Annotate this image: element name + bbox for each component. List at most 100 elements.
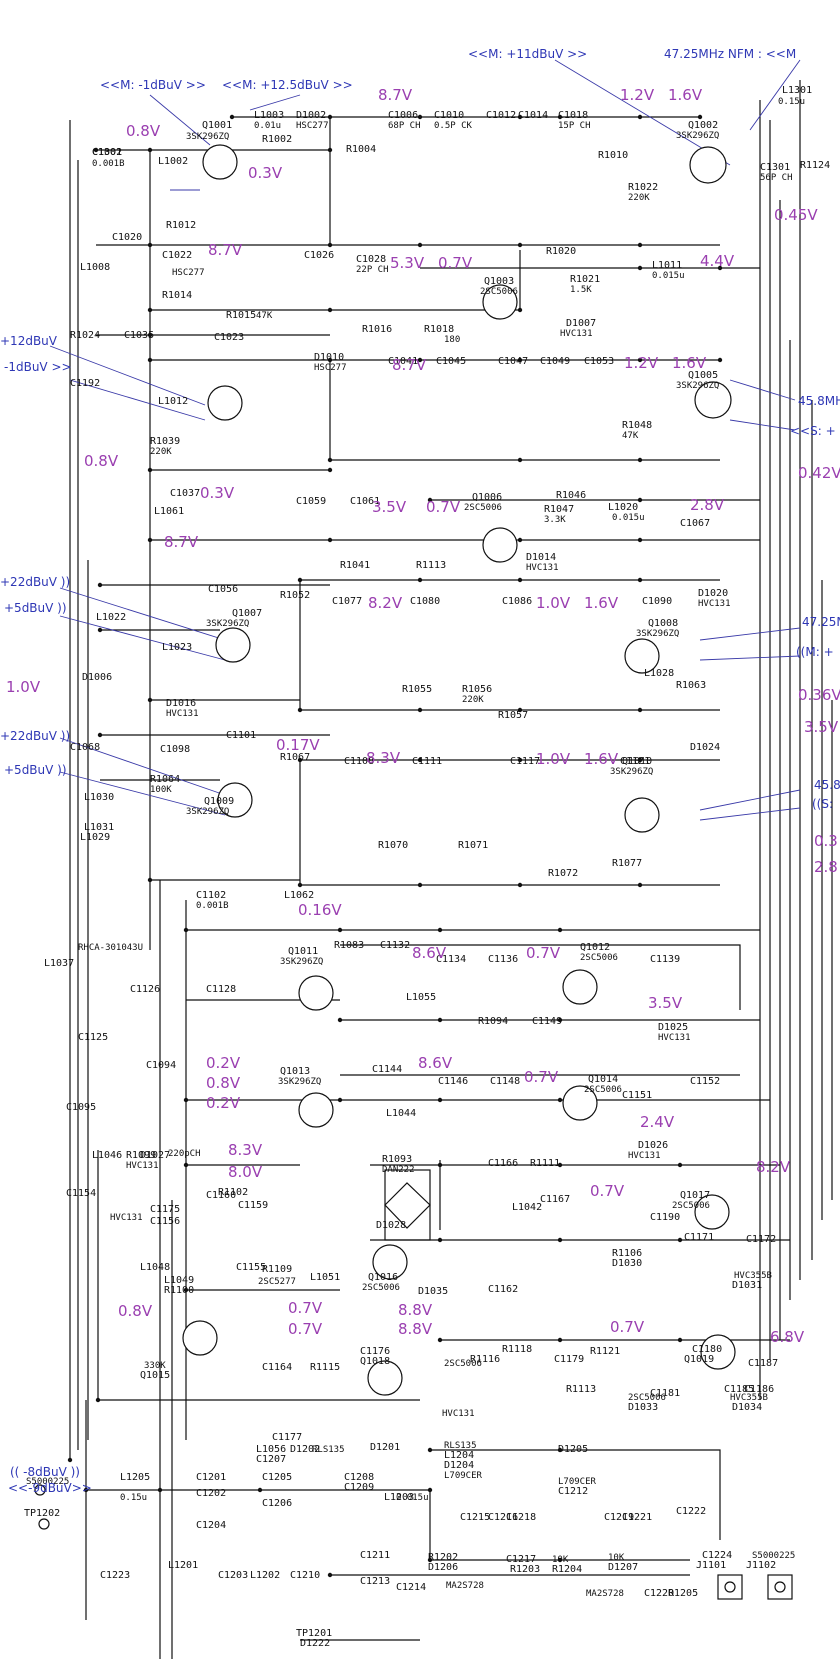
voltage-v32: 2.8	[814, 858, 838, 876]
component-label-c143: Q1013	[280, 1066, 310, 1077]
q1009-symbol	[217, 782, 253, 818]
junction-dot	[697, 114, 703, 120]
junction-dot	[297, 757, 303, 763]
junction-dot	[637, 457, 643, 463]
component-label-c70: Q1006	[472, 492, 502, 503]
component-label-c56: C1047	[498, 356, 528, 367]
component-label-c32: R1014	[162, 290, 192, 301]
voltage-v19: 2.8V	[690, 496, 725, 514]
component-label-c66: C1037	[170, 488, 200, 499]
component-label-c158: R1093	[382, 1154, 412, 1165]
component-label-c201: L1056	[256, 1444, 286, 1455]
component-label-c112: C1121	[620, 756, 650, 767]
component-label-c7: 0.01u	[254, 121, 281, 131]
component-label-c183: D1035	[418, 1286, 448, 1297]
component-label-c285: C1186	[744, 1384, 774, 1395]
junction-dot	[637, 757, 643, 763]
component-label-c222: L1203	[384, 1492, 414, 1503]
component-label-c193: C1180	[692, 1344, 722, 1355]
component-label-c211: L709CER	[558, 1477, 597, 1487]
component-label-c148: Q1014	[588, 1074, 618, 1085]
component-label-c272: C1156	[150, 1216, 180, 1227]
component-label-c270: C1155	[236, 1262, 266, 1273]
component-label-c99: 220K	[462, 695, 484, 705]
voltage-v14: 0.8V	[84, 452, 119, 470]
component-label-c217: C1204	[196, 1520, 226, 1531]
signal-sig-8: <<S: +	[790, 424, 836, 438]
component-label-c208: D1204	[444, 1460, 474, 1471]
component-label-c233: L1202	[250, 1570, 280, 1581]
junction-dot	[417, 357, 423, 363]
component-label-c91: 3SK296ZQ	[206, 619, 249, 629]
junction-dot	[229, 114, 235, 120]
junction-dot	[97, 627, 103, 633]
component-label-c36: 22P CH	[356, 265, 389, 275]
component-label-c101: R1063	[676, 680, 706, 691]
component-label-c245: 10K	[608, 1553, 625, 1563]
junction-dot	[417, 114, 423, 120]
component-label-c89: HVC131	[698, 599, 731, 609]
wiring	[69, 80, 833, 1659]
component-label-c24: R1002	[262, 134, 292, 145]
component-label-c60: 3SK296ZQ	[676, 381, 719, 391]
junction-dot	[557, 1337, 563, 1343]
junction-dot	[437, 1017, 443, 1023]
junction-dot	[517, 357, 523, 363]
junction-dot	[327, 1572, 333, 1578]
component-label-c84: C1077	[332, 596, 362, 607]
component-label-c74: 3.3K	[544, 515, 566, 525]
signal-sig-7: 45.8MH	[798, 394, 840, 408]
component-label-c153: HVC131	[628, 1151, 661, 1161]
component-label-c156: D1027	[140, 1150, 170, 1161]
signal-sig-6: -1dBuV >>	[4, 360, 72, 374]
junction-dot	[147, 697, 153, 703]
component-label-c178: 330K	[144, 1361, 166, 1371]
junction-dot	[517, 242, 523, 248]
voltage-v45: 0.7V	[590, 1182, 625, 1200]
junction-dot	[147, 147, 153, 153]
component-label-c202: C1207	[256, 1454, 286, 1465]
j1101-symbol	[717, 1574, 743, 1600]
component-label-c161: C1166	[488, 1158, 518, 1169]
voltage-v48: 0.7V	[288, 1299, 323, 1317]
junction-dot	[327, 242, 333, 248]
voltage-v38: 0.8V	[206, 1074, 241, 1092]
component-label-c71: 2SC5006	[464, 503, 502, 513]
component-label-c37: Q1003	[484, 276, 514, 287]
junction-dot	[517, 457, 523, 463]
component-label-c43: 0.015u	[652, 271, 685, 281]
voltage-v8: 5.3V	[390, 254, 425, 272]
junction-dot	[337, 927, 343, 933]
component-label-c197: HVC355B	[730, 1393, 768, 1403]
voltage-v52: 0.7V	[610, 1318, 645, 1336]
signal-sig-5: +12dBuV	[0, 334, 58, 348]
junction-dot	[147, 357, 153, 363]
component-label-c252: S5000225	[752, 1551, 795, 1561]
junction-dot	[183, 1287, 189, 1293]
voltage-v34: 8.6V	[412, 944, 447, 962]
component-label-c164: Q1017	[680, 1190, 710, 1201]
component-label-c274: C1159	[238, 1200, 268, 1211]
junction-dot	[637, 357, 643, 363]
voltage-v13: 1.6V	[672, 354, 707, 372]
junction-dot	[297, 707, 303, 713]
junction-dot	[83, 1487, 89, 1493]
component-label-c106: C1098	[160, 744, 190, 755]
component-label-c282: R1113	[566, 1384, 596, 1395]
signal-sig-9: +22dBuV ))	[0, 575, 70, 589]
component-label-c169: 2SC5006	[362, 1283, 400, 1293]
q1002-symbol	[689, 146, 727, 184]
component-label-c133: C1136	[488, 954, 518, 965]
component-label-c215: C1201	[196, 1472, 226, 1483]
component-label-c214: 0.15u	[120, 1493, 147, 1503]
component-label-c213: L1205	[120, 1472, 150, 1483]
component-label-c77: D1014	[526, 552, 556, 563]
junction-dot	[437, 1162, 443, 1168]
component-label-c4: Q1001	[202, 120, 232, 131]
component-label-c246: D1207	[608, 1562, 638, 1573]
component-label-c262: C1035	[124, 330, 154, 341]
signal-level-labels: <<M: -1dBuV >><<M: +12.5dBuV >><<M: +11d…	[0, 47, 840, 1495]
junction-dot	[557, 1447, 563, 1453]
junction-dot	[637, 707, 643, 713]
component-label-c48: C1023	[214, 332, 244, 343]
